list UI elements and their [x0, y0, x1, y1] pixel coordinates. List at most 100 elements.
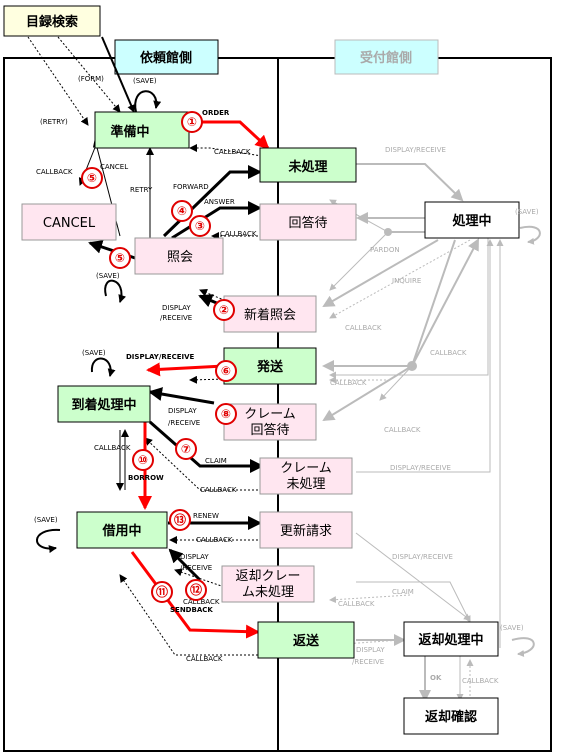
label-forward: FORWARD: [173, 183, 209, 191]
state-processing: [424, 201, 520, 239]
state-awaiting-answer-label: 回答待: [288, 215, 327, 231]
marker-6: ⑥: [221, 364, 231, 378]
marker-1: ①: [187, 115, 197, 129]
state-cancel-label: CANCEL: [43, 216, 96, 231]
label-display-receive-g3: DISPLAY/RECEIVE: [392, 553, 453, 561]
state-borrowing: [76, 511, 168, 549]
marker-2: ②: [219, 303, 229, 317]
marker-5a: ⑤: [87, 171, 97, 185]
receiving-header: [334, 39, 439, 75]
label-receive-2: /RECEIVE: [168, 419, 200, 427]
label-display-2: DISPLAY: [168, 407, 197, 415]
state-inquiry-label: 照会: [167, 250, 193, 265]
state-preparing-label: 準備中: [110, 124, 149, 140]
label-save-return: (SAVE): [500, 624, 524, 632]
marker-5a-ring: [81, 167, 103, 189]
label-callback-g1: CALLBACK: [345, 324, 382, 332]
label-inquire: INQUIRE: [392, 277, 421, 285]
label-callback-2: CALLBACK: [36, 168, 73, 176]
state-claim-unprocessed-line1: クレーム: [280, 461, 332, 476]
marker-3-ring: [189, 215, 211, 237]
label-retry: RETRY: [130, 186, 153, 194]
marker-4-ring: [171, 200, 193, 222]
state-claim-awaiting-line2: 回答待: [250, 422, 289, 438]
label-ok: OK: [430, 674, 442, 682]
state-borrowing-label: 借用中: [101, 523, 141, 539]
state-new-inquiry: [223, 295, 317, 333]
label-receive-3: /RECEIVE: [180, 564, 212, 572]
marker-7-ring: [175, 438, 197, 460]
state-new-inquiry-label: 新着照会: [244, 307, 296, 323]
state-claim-awaiting-line1: クレーム: [244, 407, 296, 422]
label-callback-7: CALLBACK: [183, 598, 220, 606]
label-display-3: DISPLAY: [180, 553, 209, 561]
state-cancel: [21, 203, 117, 241]
marker-8: ⑧: [221, 407, 231, 421]
label-renew: RENEW: [193, 512, 219, 520]
state-returned-label: 返送: [293, 633, 320, 649]
state-return-processing: [403, 621, 499, 657]
label-callback-8: CALLBACK: [186, 655, 223, 663]
state-preparing: [94, 111, 190, 149]
marker-12-ring: [185, 579, 207, 601]
marker-13: ⑬: [174, 512, 186, 527]
label-callback-4: CALLBACK: [94, 444, 131, 452]
label-answer: ANSWER: [204, 198, 235, 206]
state-claim-awaiting: [223, 403, 317, 441]
label-save-processing: (SAVE): [515, 208, 539, 216]
requesting-header: [114, 39, 219, 75]
state-claim-unprocessed: [259, 457, 353, 495]
label-save-prep: (SAVE): [133, 77, 157, 85]
label-callback-g5: CALLBACK: [338, 600, 375, 608]
state-return-claim-line2: ム未処理: [242, 585, 294, 600]
label-claim-g: CLAIM: [392, 588, 414, 596]
marker-7: ⑦: [181, 442, 191, 456]
label-display-receive-g1: DISPLAY/RECEIVE: [385, 146, 446, 154]
label-display-g: DISPLAY: [356, 646, 385, 654]
state-claim-unprocessed-line2: 未処理: [286, 477, 325, 492]
label-save-borrowing: (SAVE): [34, 516, 58, 524]
label-receive-1: /RECEIVE: [160, 314, 192, 322]
label-receive-g: /RECEIVE: [352, 658, 384, 666]
requesting-header-label: 依頼館側: [140, 50, 192, 66]
state-renewal: [259, 511, 353, 549]
state-shipped-label: 発送: [256, 359, 284, 375]
marker-10-ring: [132, 449, 154, 471]
state-renewal-label: 更新請求: [280, 523, 332, 539]
label-save-inquiry: (SAVE): [96, 272, 120, 280]
label-cancel: CANCEL: [100, 163, 128, 171]
label-borrow: BORROW: [128, 474, 164, 482]
label-callback-g4: CALLBACK: [384, 426, 421, 434]
state-processing-label: 処理中: [451, 213, 491, 229]
state-unprocessed: [259, 147, 357, 183]
state-arrived: [57, 385, 151, 423]
label-retry-top: (RETRY): [40, 118, 68, 126]
marker-5b-ring: [109, 247, 131, 269]
label-callback-g2: CALLBACK: [430, 349, 467, 357]
marker-12: ⑫: [190, 582, 202, 597]
state-arrived-label: 到着処理中: [71, 397, 136, 413]
marker-11-ring: [151, 581, 173, 603]
label-sendback: SENDBACK: [170, 606, 213, 614]
label-callback-1: CALLBACK: [214, 148, 251, 156]
receiving-header-label: 受付館側: [360, 50, 412, 66]
label-pardon: PARDON: [370, 246, 400, 254]
marker-2-ring: [213, 299, 235, 321]
state-awaiting-answer: [259, 203, 357, 241]
marker-1-ring: [181, 111, 203, 133]
marker-5b: ⑤: [115, 251, 125, 265]
label-form: (FORM): [78, 75, 104, 83]
marker-11: ⑪: [156, 584, 168, 599]
state-shipped: [223, 347, 317, 385]
marker-6-ring: [215, 360, 237, 382]
marker-13-ring: [169, 509, 191, 531]
state-unprocessed-label: 未処理: [287, 159, 327, 175]
label-callback-6: CALLBACK: [196, 536, 233, 544]
marker-10: ⑩: [138, 453, 148, 467]
label-display-receive-g2: DISPLAY/RECEIVE: [390, 464, 451, 472]
state-inquiry: [134, 237, 224, 275]
state-return-confirmed: [403, 697, 499, 735]
label-display-receive-red: DISPLAY/RECEIVE: [126, 353, 195, 361]
state-return-claim-line1: 返却クレー: [235, 569, 300, 584]
